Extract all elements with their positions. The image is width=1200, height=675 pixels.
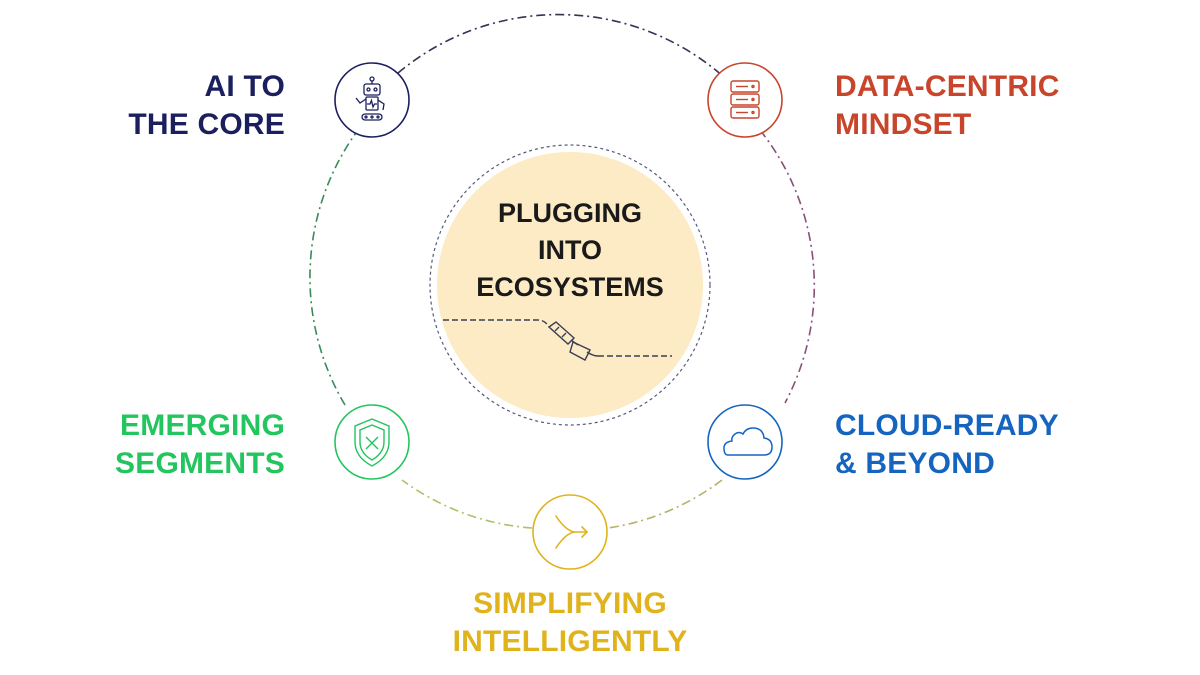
label-emerging-line-2: SEGMENTS [115,447,285,480]
center-title-line-2: INTO [537,235,602,265]
label-simplifying-intelligently: SIMPLIFYING INTELLIGENTLY [420,585,720,661]
ring-arc-ai-data [397,13,726,79]
label-data-line-1: DATA-CENTRIC [835,70,1060,103]
center-dashed-ring [429,144,711,426]
label-data-line-2: MINDSET [835,108,972,141]
ring-arc-emerging-ai [309,129,359,406]
center-title: PLUGGING INTO ECOSYSTEMS [435,195,705,306]
ring-arc-simplify-emerging [401,479,533,529]
plug-connect-icon [443,319,672,361]
label-emerging-line-1: EMERGING [120,409,285,442]
label-cloud-line-1: CLOUD-READY [835,409,1059,442]
label-data-centric-mindset: DATA-CENTRIC MINDSET [835,68,1060,144]
robot-icon [355,76,385,121]
cloud-icon [723,427,773,456]
label-ai-to-the-core: AI TO THE CORE [128,68,285,144]
center-fill-circle [437,152,703,418]
label-cloud-ready-beyond: CLOUD-READY & BEYOND [835,407,1059,483]
node-simplify [532,494,608,570]
ring-arc-cloud-simplify [607,479,723,529]
database-icon [730,80,760,119]
node-data [707,62,783,138]
node-ai [334,62,410,138]
label-emerging-segments: EMERGING SEGMENTS [115,407,285,483]
merge-arrow-icon [555,515,589,549]
label-simplify-line-1: SIMPLIFYING [473,587,667,620]
label-cloud-line-2: & BEYOND [835,447,995,480]
center-hub [429,144,711,426]
node-emerging [334,404,410,480]
label-ai-line-2: THE CORE [128,108,285,141]
label-ai-line-1: AI TO [204,70,285,103]
label-simplify-line-2: INTELLIGENTLY [452,625,688,658]
ring-arc-data-cloud [759,129,816,404]
shield-x-icon [354,418,390,467]
center-title-line-1: PLUGGING [497,198,642,228]
node-cloud [707,404,783,480]
outer-ring [309,13,816,529]
center-title-line-3: ECOSYSTEMS [476,272,664,302]
